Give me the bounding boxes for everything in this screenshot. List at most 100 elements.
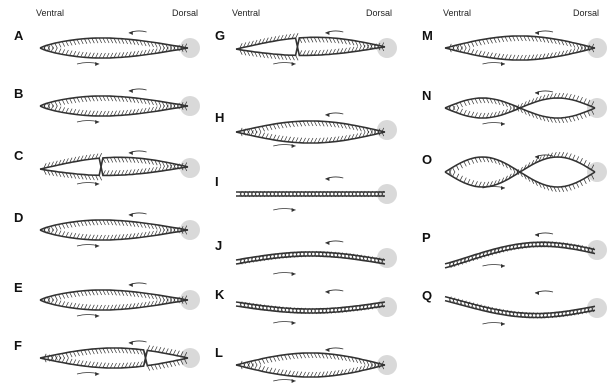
dorsal-base-marker bbox=[587, 162, 607, 182]
cilium-tick bbox=[569, 185, 572, 190]
cilium-tick bbox=[62, 42, 64, 47]
cilium-tick bbox=[59, 49, 62, 54]
cilium-tick bbox=[62, 224, 64, 229]
cilium-tick bbox=[84, 97, 87, 102]
cilium-tick bbox=[576, 96, 579, 101]
cilium-tick bbox=[296, 55, 299, 60]
cilium-tick bbox=[569, 154, 572, 159]
cilium-tick bbox=[66, 353, 69, 358]
cilium-tick bbox=[70, 303, 73, 308]
panel-n bbox=[445, 91, 607, 126]
cilium-tick bbox=[558, 187, 561, 192]
cilium-tick bbox=[479, 40, 482, 45]
cilium-tick bbox=[266, 134, 269, 139]
cilium-tick bbox=[471, 42, 474, 47]
cilium-tick bbox=[158, 364, 161, 369]
cilium-tick bbox=[501, 54, 504, 59]
cilium-tick bbox=[99, 363, 102, 368]
cilium-tick bbox=[66, 41, 69, 46]
cilium-tick bbox=[96, 349, 99, 354]
cilium-tick bbox=[262, 359, 265, 364]
cilium-tick bbox=[88, 96, 91, 101]
lower-strand bbox=[236, 132, 385, 143]
cilium-tick bbox=[258, 132, 261, 137]
cilium-tick bbox=[66, 223, 69, 228]
cilium-tick bbox=[81, 361, 84, 366]
cilium-tick bbox=[580, 114, 583, 119]
panel-label-p: P bbox=[422, 230, 431, 245]
cilium-tick bbox=[88, 38, 91, 43]
bottom-direction-arrow-head bbox=[292, 321, 296, 325]
cilium-tick bbox=[281, 136, 284, 141]
cilium-tick bbox=[81, 110, 84, 115]
cilium-tick bbox=[70, 359, 73, 364]
cilium-tick bbox=[266, 367, 269, 372]
panel-o bbox=[445, 152, 607, 192]
cilium-tick bbox=[580, 158, 583, 163]
cilium-tick bbox=[270, 125, 273, 130]
panel-g bbox=[236, 31, 397, 66]
cilium-tick bbox=[62, 231, 64, 236]
cilium-tick bbox=[284, 123, 287, 128]
top-direction-arrow-head bbox=[535, 31, 539, 35]
cilium-tick bbox=[84, 39, 87, 44]
top-direction-arrow-head bbox=[129, 31, 133, 35]
cilium-tick bbox=[158, 347, 161, 352]
cilium-tick bbox=[296, 33, 299, 38]
cilium-tick bbox=[273, 135, 276, 140]
panel-label-a: A bbox=[14, 28, 23, 43]
bottom-direction-arrow-head bbox=[95, 62, 99, 66]
cilium-tick bbox=[288, 137, 291, 142]
cilium-tick bbox=[468, 43, 471, 48]
cilium-tick bbox=[92, 362, 95, 367]
cilium-tick bbox=[59, 224, 62, 229]
cilium-tick bbox=[479, 182, 482, 187]
cilium-tick bbox=[270, 134, 273, 139]
cilium-tick bbox=[99, 349, 102, 354]
cilium-tick bbox=[262, 366, 265, 371]
cilium-tick bbox=[77, 234, 80, 239]
lower-strand bbox=[445, 48, 595, 60]
panel-label-m: M bbox=[422, 28, 433, 43]
panel-label-k: K bbox=[215, 287, 224, 302]
cilium-tick bbox=[266, 126, 269, 131]
cilium-tick bbox=[81, 304, 84, 309]
cilium-tick bbox=[62, 301, 64, 306]
panel-b bbox=[40, 89, 200, 124]
cilium-tick bbox=[155, 365, 158, 370]
cilium-tick bbox=[262, 133, 265, 138]
cilium-tick bbox=[66, 293, 69, 298]
cilium-tick bbox=[99, 175, 102, 180]
cilium-tick bbox=[565, 118, 568, 123]
dorsal-base-marker bbox=[180, 290, 200, 310]
cilium-tick bbox=[88, 362, 91, 367]
cilium-tick bbox=[147, 366, 150, 371]
cilium-tick bbox=[59, 301, 62, 306]
cilium-tick bbox=[258, 360, 261, 365]
cilium-tick bbox=[464, 110, 467, 115]
top-direction-arrow-head bbox=[535, 91, 539, 95]
cilium-tick bbox=[55, 225, 58, 230]
panel-label-f: F bbox=[14, 338, 22, 353]
cilium-tick bbox=[59, 231, 62, 236]
cilium-tick bbox=[73, 303, 76, 308]
cilium-tick bbox=[468, 48, 471, 53]
cilium-tick bbox=[494, 38, 497, 43]
cilium-tick bbox=[55, 230, 58, 235]
cilium-tick bbox=[51, 229, 54, 234]
cilium-tick bbox=[99, 153, 102, 158]
bottom-direction-arrow-head bbox=[292, 208, 296, 212]
top-direction-arrow-head bbox=[325, 241, 329, 245]
cilium-tick bbox=[284, 355, 287, 360]
bottom-direction-arrow-head bbox=[292, 144, 296, 148]
cilium-tick bbox=[475, 181, 478, 186]
cilium-tick bbox=[468, 160, 471, 165]
cilium-tick bbox=[62, 358, 64, 363]
cilium-tick bbox=[303, 38, 306, 43]
cilium-tick bbox=[296, 138, 299, 143]
cilium-tick bbox=[561, 93, 564, 98]
cilium-tick bbox=[486, 52, 489, 57]
cilium-tick bbox=[277, 356, 280, 361]
upper-strand bbox=[40, 38, 188, 48]
cilium-tick bbox=[573, 116, 576, 121]
